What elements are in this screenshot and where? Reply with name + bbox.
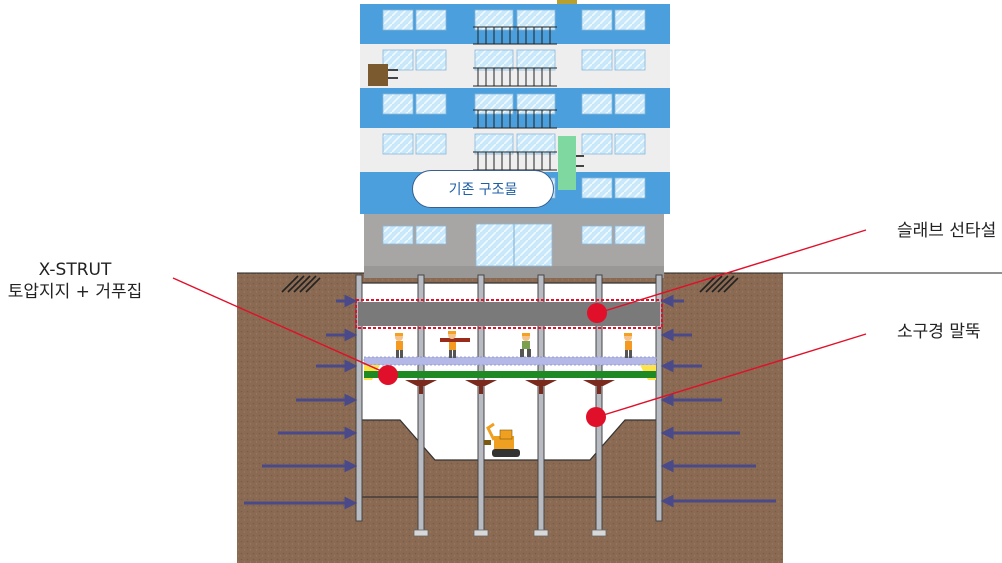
ground-hatch-icon — [281, 275, 739, 293]
x-strut — [364, 371, 656, 394]
existing-building — [360, 0, 670, 278]
xstrut-marker — [378, 365, 398, 385]
worker-icon — [395, 333, 403, 358]
pre-cast-slab — [355, 299, 663, 329]
xstrut-label-line1: X-STRUT — [38, 260, 112, 280]
leader-lines — [172, 229, 867, 418]
slab-label: 슬래브 선타설 — [897, 221, 997, 241]
existing-structure-label: 기존 구조물 — [412, 170, 554, 208]
worker-icon — [520, 333, 531, 357]
xstrut-label-line2: 토압지지 + 거푸집 — [7, 282, 143, 302]
xstrut-label: X-STRUT 토압지지 + 거푸집 — [0, 259, 150, 303]
earth-pressure-arrow-icon — [244, 294, 776, 510]
pile-marker — [586, 407, 606, 427]
worker-icon — [624, 333, 632, 358]
worker-icon — [440, 331, 470, 358]
pile-label: 소구경 말뚝 — [897, 322, 981, 342]
slab-marker — [587, 303, 607, 323]
excavator-icon — [484, 422, 520, 457]
